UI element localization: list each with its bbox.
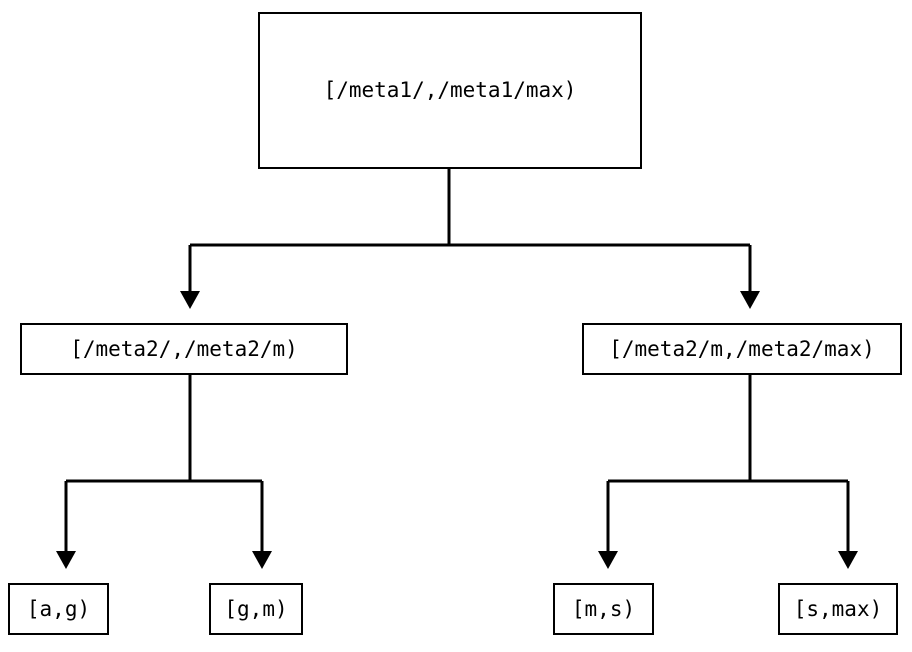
arrowhead-icon-leaf-a-g bbox=[56, 551, 76, 569]
tree-node-root-label: [/meta1/,/meta1/max) bbox=[323, 78, 577, 102]
arrowhead-icon-leaf-g-m bbox=[252, 551, 272, 569]
tree-node-leaf-m-s[interactable]: [m,s) bbox=[553, 583, 654, 635]
tree-node-leaf-s-max-label: [s,max) bbox=[793, 596, 883, 621]
tree-node-leaf-a-g[interactable]: [a,g) bbox=[8, 583, 109, 635]
tree-node-leaf-m-s-label: [m,s) bbox=[571, 596, 636, 621]
tree-node-leaf-a-g-label: [a,g) bbox=[26, 596, 91, 621]
tree-node-branch-right-label: [/meta2/m,/meta2/max) bbox=[609, 336, 875, 361]
arrowhead-icon-leaf-s-max bbox=[838, 551, 858, 569]
tree-node-root[interactable]: [/meta1/,/meta1/max) bbox=[258, 12, 642, 169]
tree-node-branch-left-label: [/meta2/,/meta2/m) bbox=[70, 336, 298, 361]
tree-node-leaf-s-max[interactable]: [s,max) bbox=[778, 583, 898, 635]
arrowhead-icon-leaf-m-s bbox=[598, 551, 618, 569]
arrowhead-icon-root-right bbox=[740, 291, 760, 309]
tree-node-branch-right[interactable]: [/meta2/m,/meta2/max) bbox=[582, 323, 902, 375]
tree-node-branch-left[interactable]: [/meta2/,/meta2/m) bbox=[20, 323, 348, 375]
tree-node-leaf-g-m-label: [g,m) bbox=[224, 596, 288, 621]
arrowhead-icon-root-left bbox=[180, 291, 200, 309]
tree-node-leaf-g-m[interactable]: [g,m) bbox=[209, 583, 303, 635]
